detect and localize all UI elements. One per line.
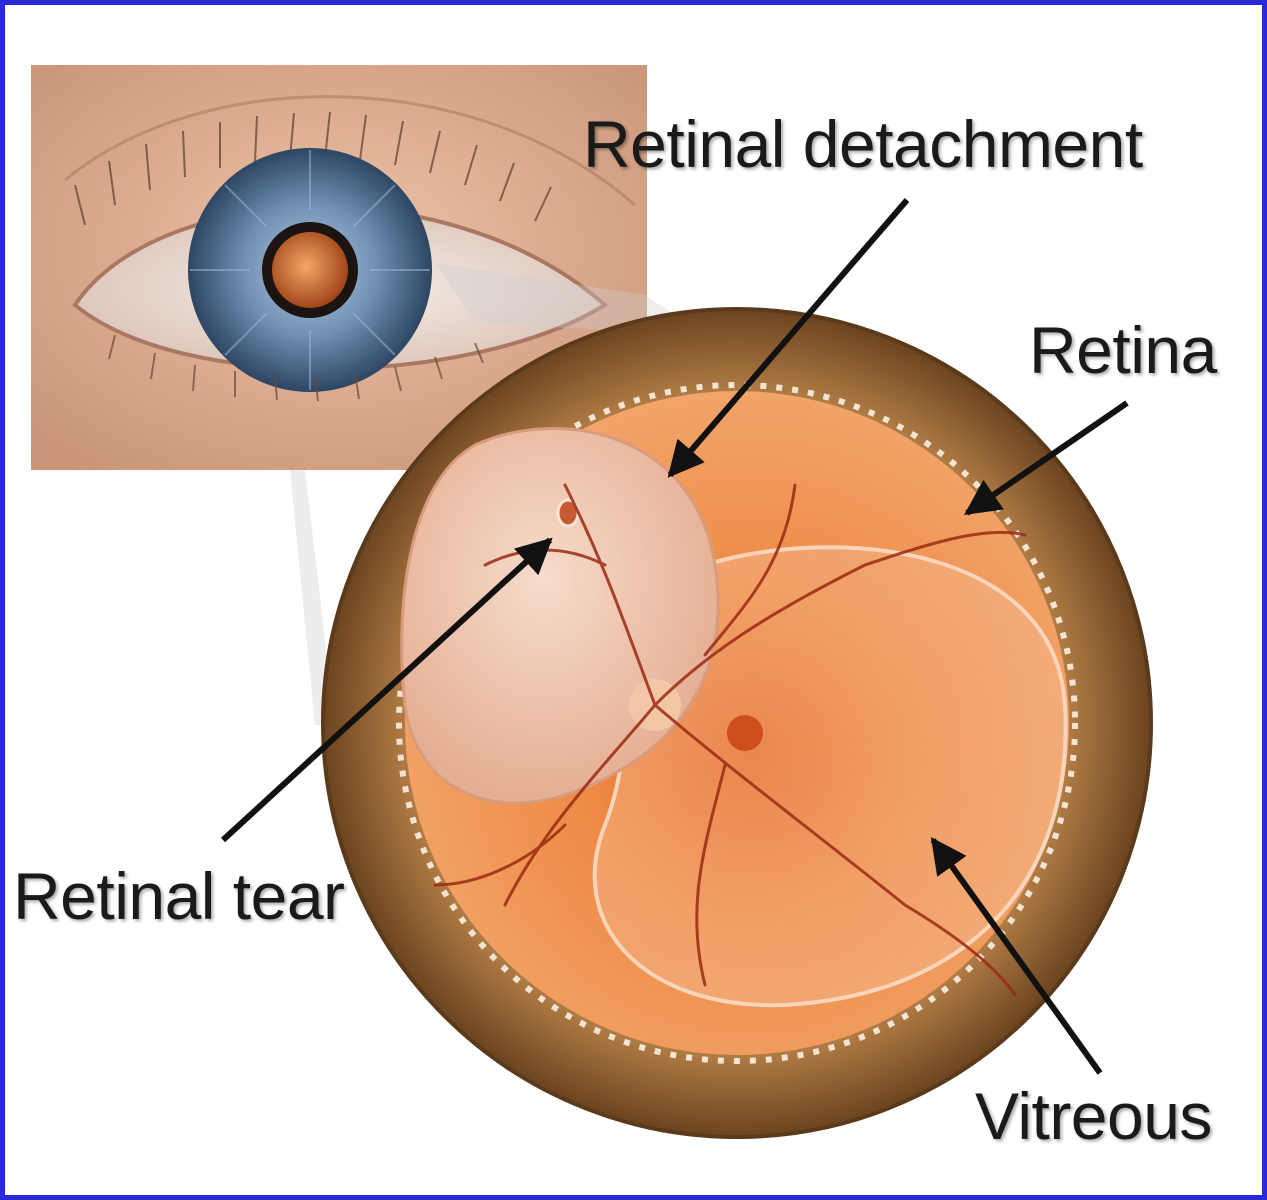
label-vitreous: Vitreous [975,1079,1212,1153]
eye-inset-panel [31,65,647,470]
pointer-arrows [220,198,1129,1075]
label-retina: Retina [1029,313,1217,387]
arrow-retinal-tear [220,537,553,843]
label-retinal-tear: Retinal tear [13,859,345,933]
arrow-vitreous [930,837,1103,1075]
retinal-detachment-illustration [31,65,1153,1139]
arrow-retina [964,400,1129,516]
label-retinal-detachment: Retinal detachment [583,107,1143,181]
arrow-retinal-detachment [667,198,910,478]
magnified-fundus [321,307,1153,1139]
